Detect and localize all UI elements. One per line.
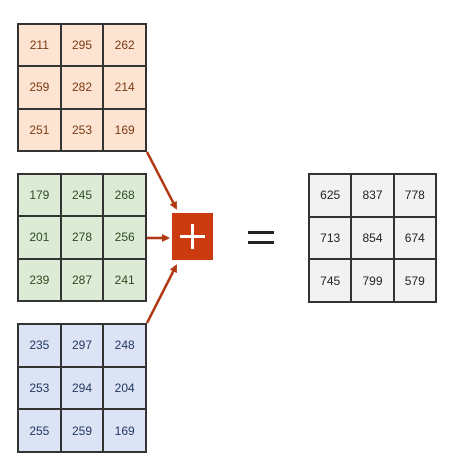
matrix-orange-cell: 259 [18,66,61,109]
matrix-green-cell: 241 [103,258,146,301]
matrix-blue-cell: 204 [103,366,146,410]
arrow-from-orange [145,151,178,210]
matrix-green-cell: 256 [103,216,146,259]
matrix-green-cell: 245 [60,174,104,217]
matrix-blue-cell: 253 [18,366,61,410]
matrix-blue-cell: 259 [60,409,104,452]
matrix-result-cell: 854 [351,216,394,260]
matrix-orange-cell: 251 [18,108,61,151]
matrix-result-cell: 837 [351,174,394,217]
equals-icon [248,229,274,247]
arrow-from-blue [145,264,178,324]
matrix-orange-cell: 262 [103,24,146,67]
matrix-result-cell: 745 [309,259,352,302]
matrix-orange-cell: 295 [60,24,104,67]
matrix-blue-cell: 255 [18,409,61,452]
matrix-result-cell: 674 [393,216,436,260]
matrix-result-cell: 625 [309,174,352,217]
matrix-green-cell: 268 [103,174,146,217]
matrix-orange-cell: 282 [60,66,104,109]
matrix-orange-cell: 253 [60,108,104,151]
matrix-blue-cell: 294 [60,366,104,410]
matrix-result-cell: 579 [393,259,436,302]
matrix-result-cell: 799 [351,259,394,302]
matrix-green-cell: 287 [60,258,104,301]
matrix-blue-cell: 297 [60,324,104,367]
matrix-blue-cell: 248 [103,324,146,367]
matrix-green-cell: 239 [18,258,61,301]
matrix-result-cell: 713 [309,216,352,260]
matrix-green-cell: 201 [18,216,61,259]
matrix-blue-cell: 169 [103,409,146,452]
matrix-green-cell: 278 [60,216,104,259]
matrix-orange-cell: 211 [18,24,61,67]
matrix-result-cell: 778 [393,174,436,217]
matrix-blue-cell: 235 [18,324,61,367]
matrix-orange-cell: 169 [103,108,146,151]
matrix-orange-cell: 214 [103,66,146,109]
matrix-green-cell: 179 [18,174,61,217]
plus-icon [172,213,213,260]
